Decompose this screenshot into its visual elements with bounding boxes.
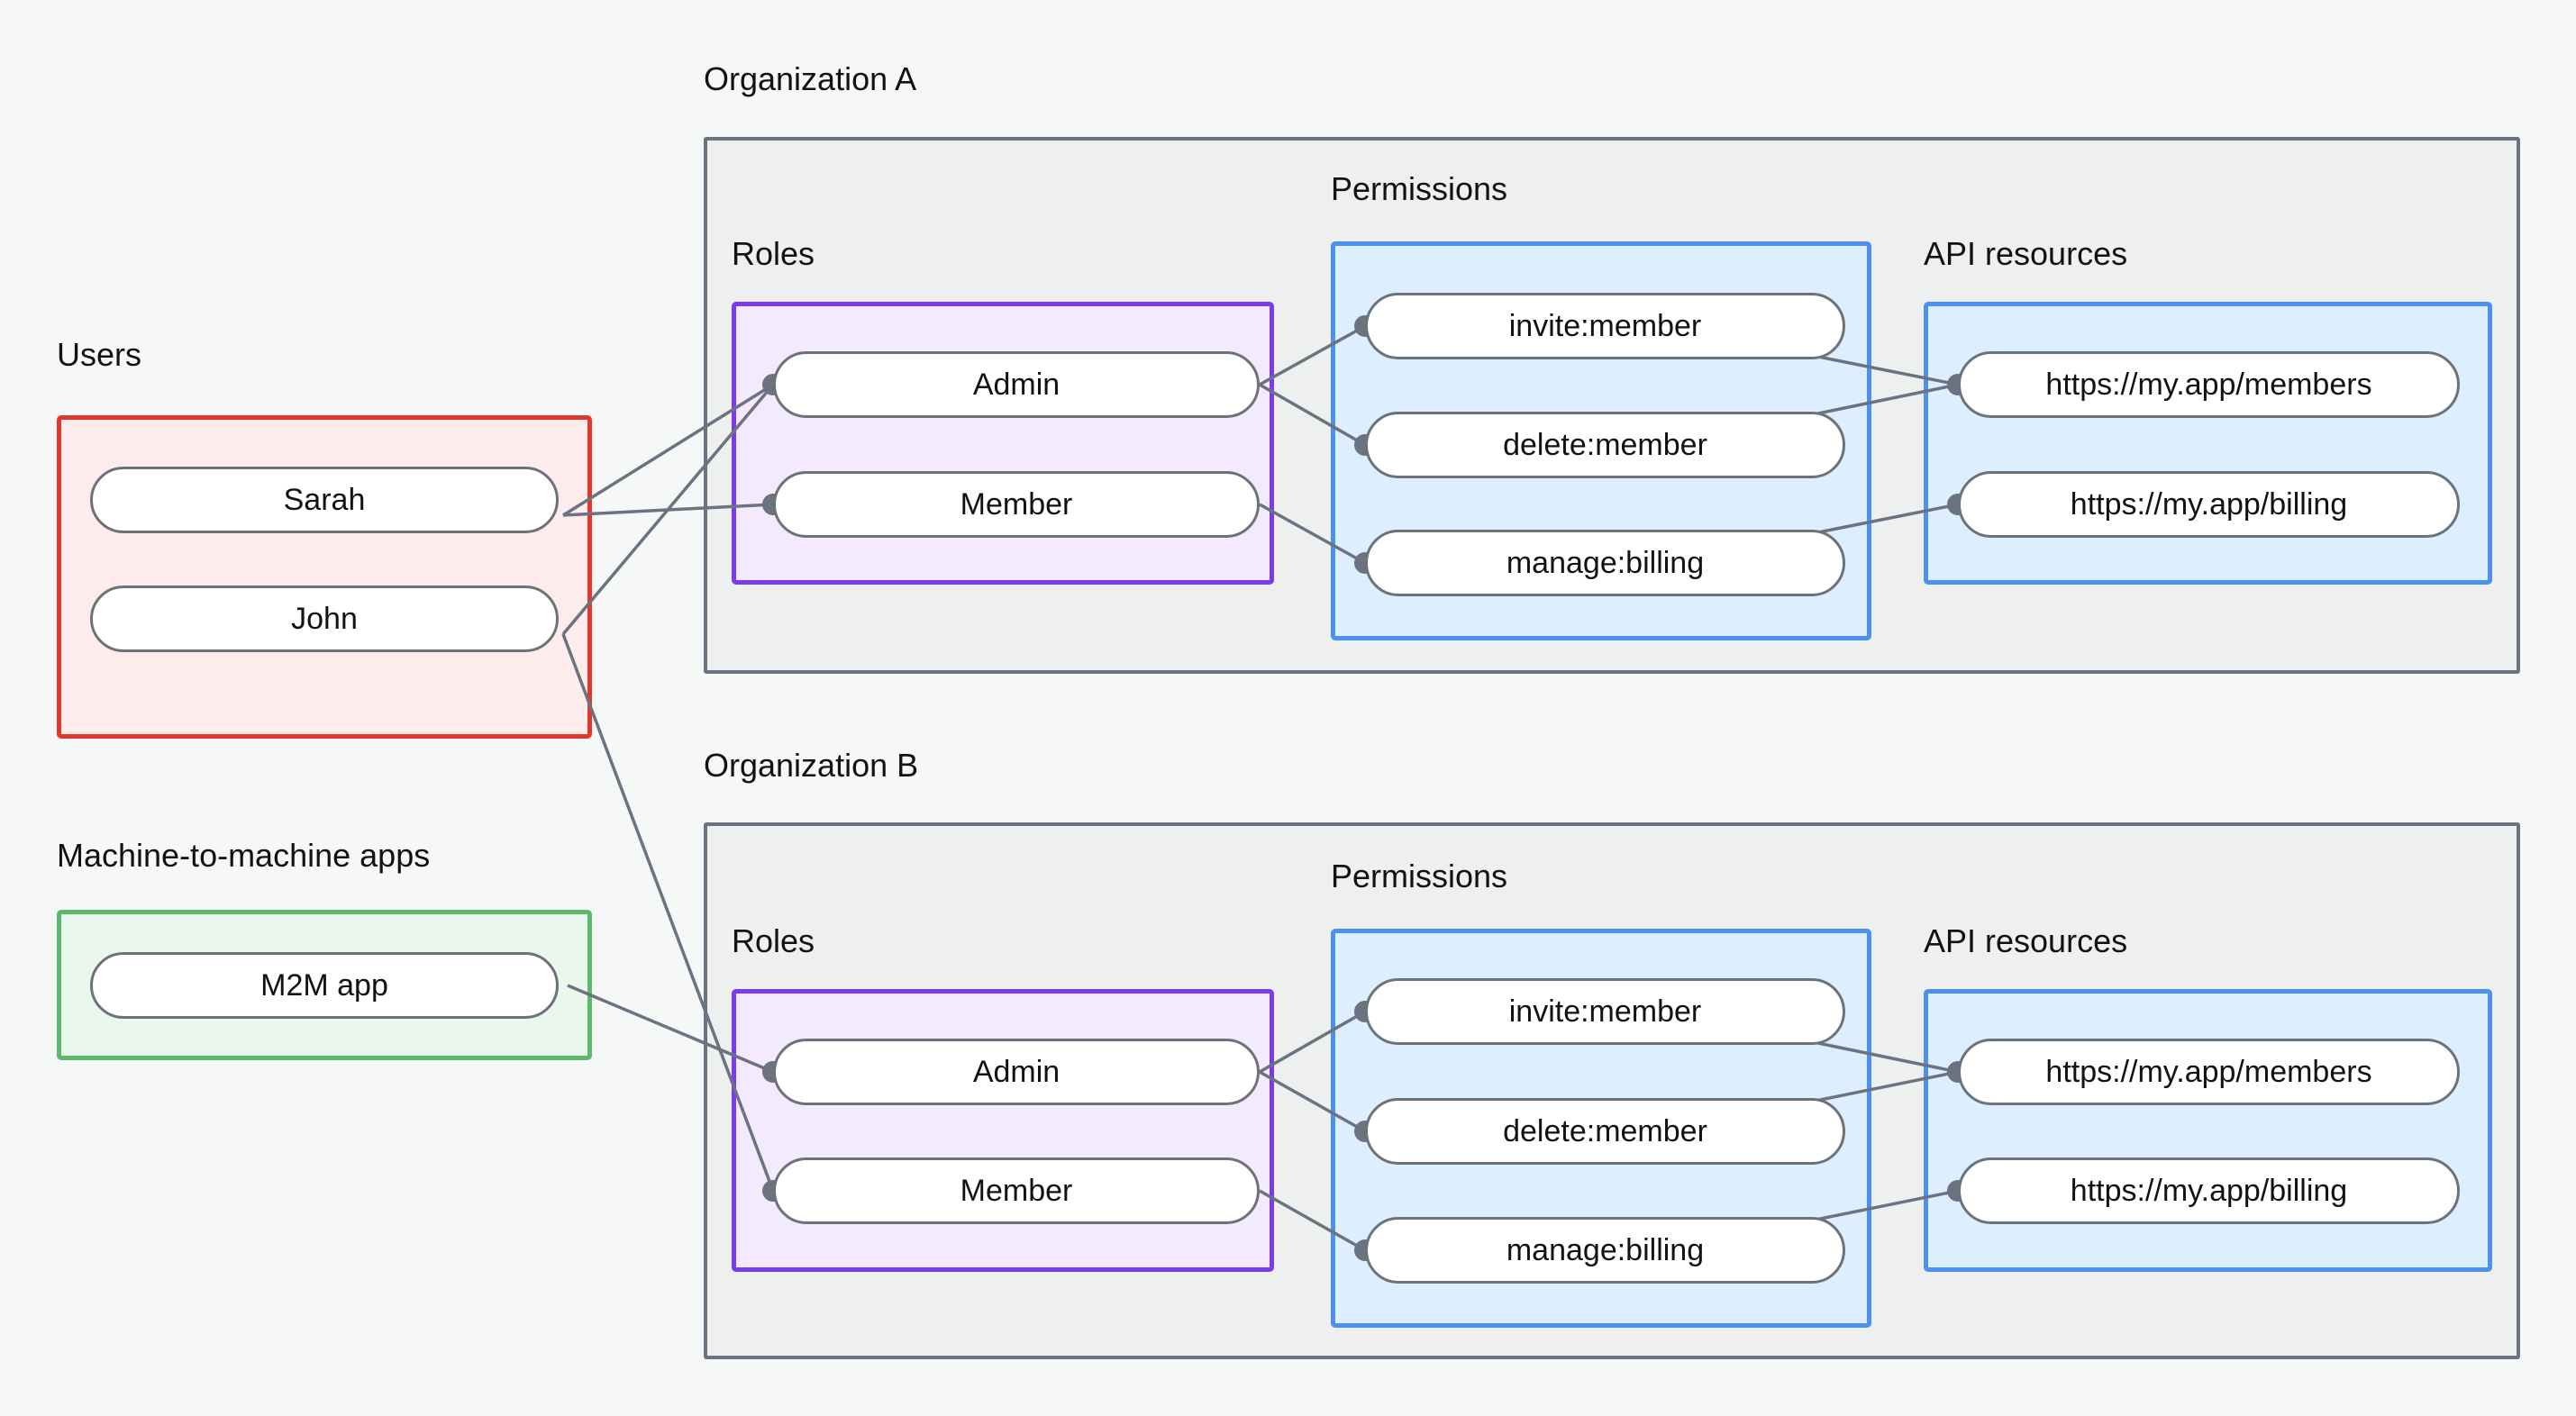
- api-a-label: API resources: [1924, 235, 2128, 272]
- permissions-b-label: Permissions: [1331, 858, 1508, 894]
- m2m-node-app[interactable]: M2M app: [90, 952, 559, 1019]
- users-group-label: Users: [57, 336, 142, 373]
- api-node-billing-a[interactable]: https://my.app/billing: [1958, 471, 2460, 538]
- role-node-admin-a[interactable]: Admin: [773, 351, 1260, 418]
- api-node-members-b[interactable]: https://my.app/members: [1958, 1039, 2460, 1105]
- permission-node-delete-a[interactable]: delete:member: [1365, 412, 1845, 478]
- permission-node-delete-b[interactable]: delete:member: [1365, 1098, 1845, 1165]
- role-node-member-b[interactable]: Member: [773, 1157, 1260, 1224]
- api-node-billing-b[interactable]: https://my.app/billing: [1958, 1157, 2460, 1224]
- api-node-members-a[interactable]: https://my.app/members: [1958, 351, 2460, 418]
- roles-a-container: [732, 302, 1274, 585]
- role-node-member-a[interactable]: Member: [773, 471, 1260, 538]
- user-node-john[interactable]: John: [90, 585, 559, 652]
- api-b-container: [1924, 989, 2492, 1272]
- api-b-label: API resources: [1924, 922, 2128, 959]
- users-container: [57, 415, 592, 739]
- m2m-group-label: Machine-to-machine apps: [57, 837, 431, 874]
- roles-b-label: Roles: [732, 922, 815, 959]
- roles-b-container: [732, 989, 1274, 1272]
- permission-node-invite-a[interactable]: invite:member: [1365, 293, 1845, 359]
- permissions-a-label: Permissions: [1331, 170, 1508, 207]
- permission-node-invite-b[interactable]: invite:member: [1365, 978, 1845, 1045]
- user-node-sarah[interactable]: Sarah: [90, 467, 559, 533]
- permission-node-billing-a[interactable]: manage:billing: [1365, 530, 1845, 596]
- role-node-admin-b[interactable]: Admin: [773, 1039, 1260, 1105]
- org-b-label: Organization B: [704, 747, 919, 784]
- roles-a-label: Roles: [732, 235, 815, 272]
- permission-node-billing-b[interactable]: manage:billing: [1365, 1217, 1845, 1284]
- org-a-label: Organization A: [704, 60, 917, 97]
- api-a-container: [1924, 302, 2492, 585]
